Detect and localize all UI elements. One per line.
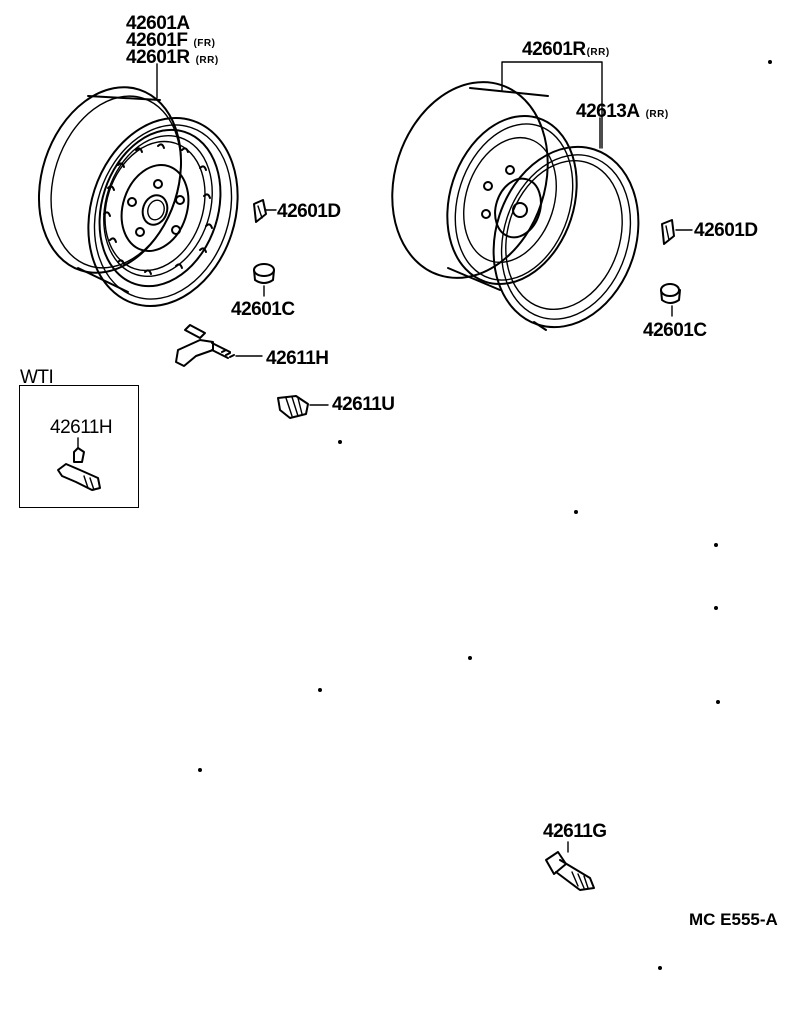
label-42601c-left: 42601C <box>231 299 295 320</box>
label-42601f: 42601F(FR) <box>126 30 216 51</box>
label-42601d-right: 42601D <box>694 220 758 241</box>
label-42611g: 42611G <box>543 821 607 842</box>
label-42611u: 42611U <box>332 394 395 415</box>
front-wheel-drawing <box>37 63 239 307</box>
hub-bolt <box>545 841 595 891</box>
label-42601c-right: 42601C <box>643 320 707 341</box>
valve-cap-left <box>253 263 275 297</box>
label-42601r-rear: 42601R(RR) <box>522 39 610 60</box>
label-42601r-front: 42601R(RR) <box>126 47 219 68</box>
hub-nut-left <box>277 395 329 419</box>
inset-title: WTI <box>20 367 54 388</box>
balance-weight-left <box>253 199 277 223</box>
stray-dots <box>198 60 772 970</box>
inset-box <box>19 385 139 508</box>
valve-cap-right <box>660 283 681 317</box>
label-42601d-left: 42601D <box>277 201 341 222</box>
label-42611h-left: 42611H <box>266 348 329 369</box>
label-42611h-inset: 42611H <box>50 417 113 438</box>
valve-stem-left <box>175 324 263 367</box>
label-42601a: 42601A <box>126 13 190 34</box>
rear-wheel-drawing <box>391 61 640 331</box>
inset-valve <box>57 437 101 491</box>
label-42613a: 42613A(RR) <box>576 101 669 122</box>
diagram-code: MC E555-A <box>689 910 778 929</box>
balance-weight-right <box>661 219 693 245</box>
